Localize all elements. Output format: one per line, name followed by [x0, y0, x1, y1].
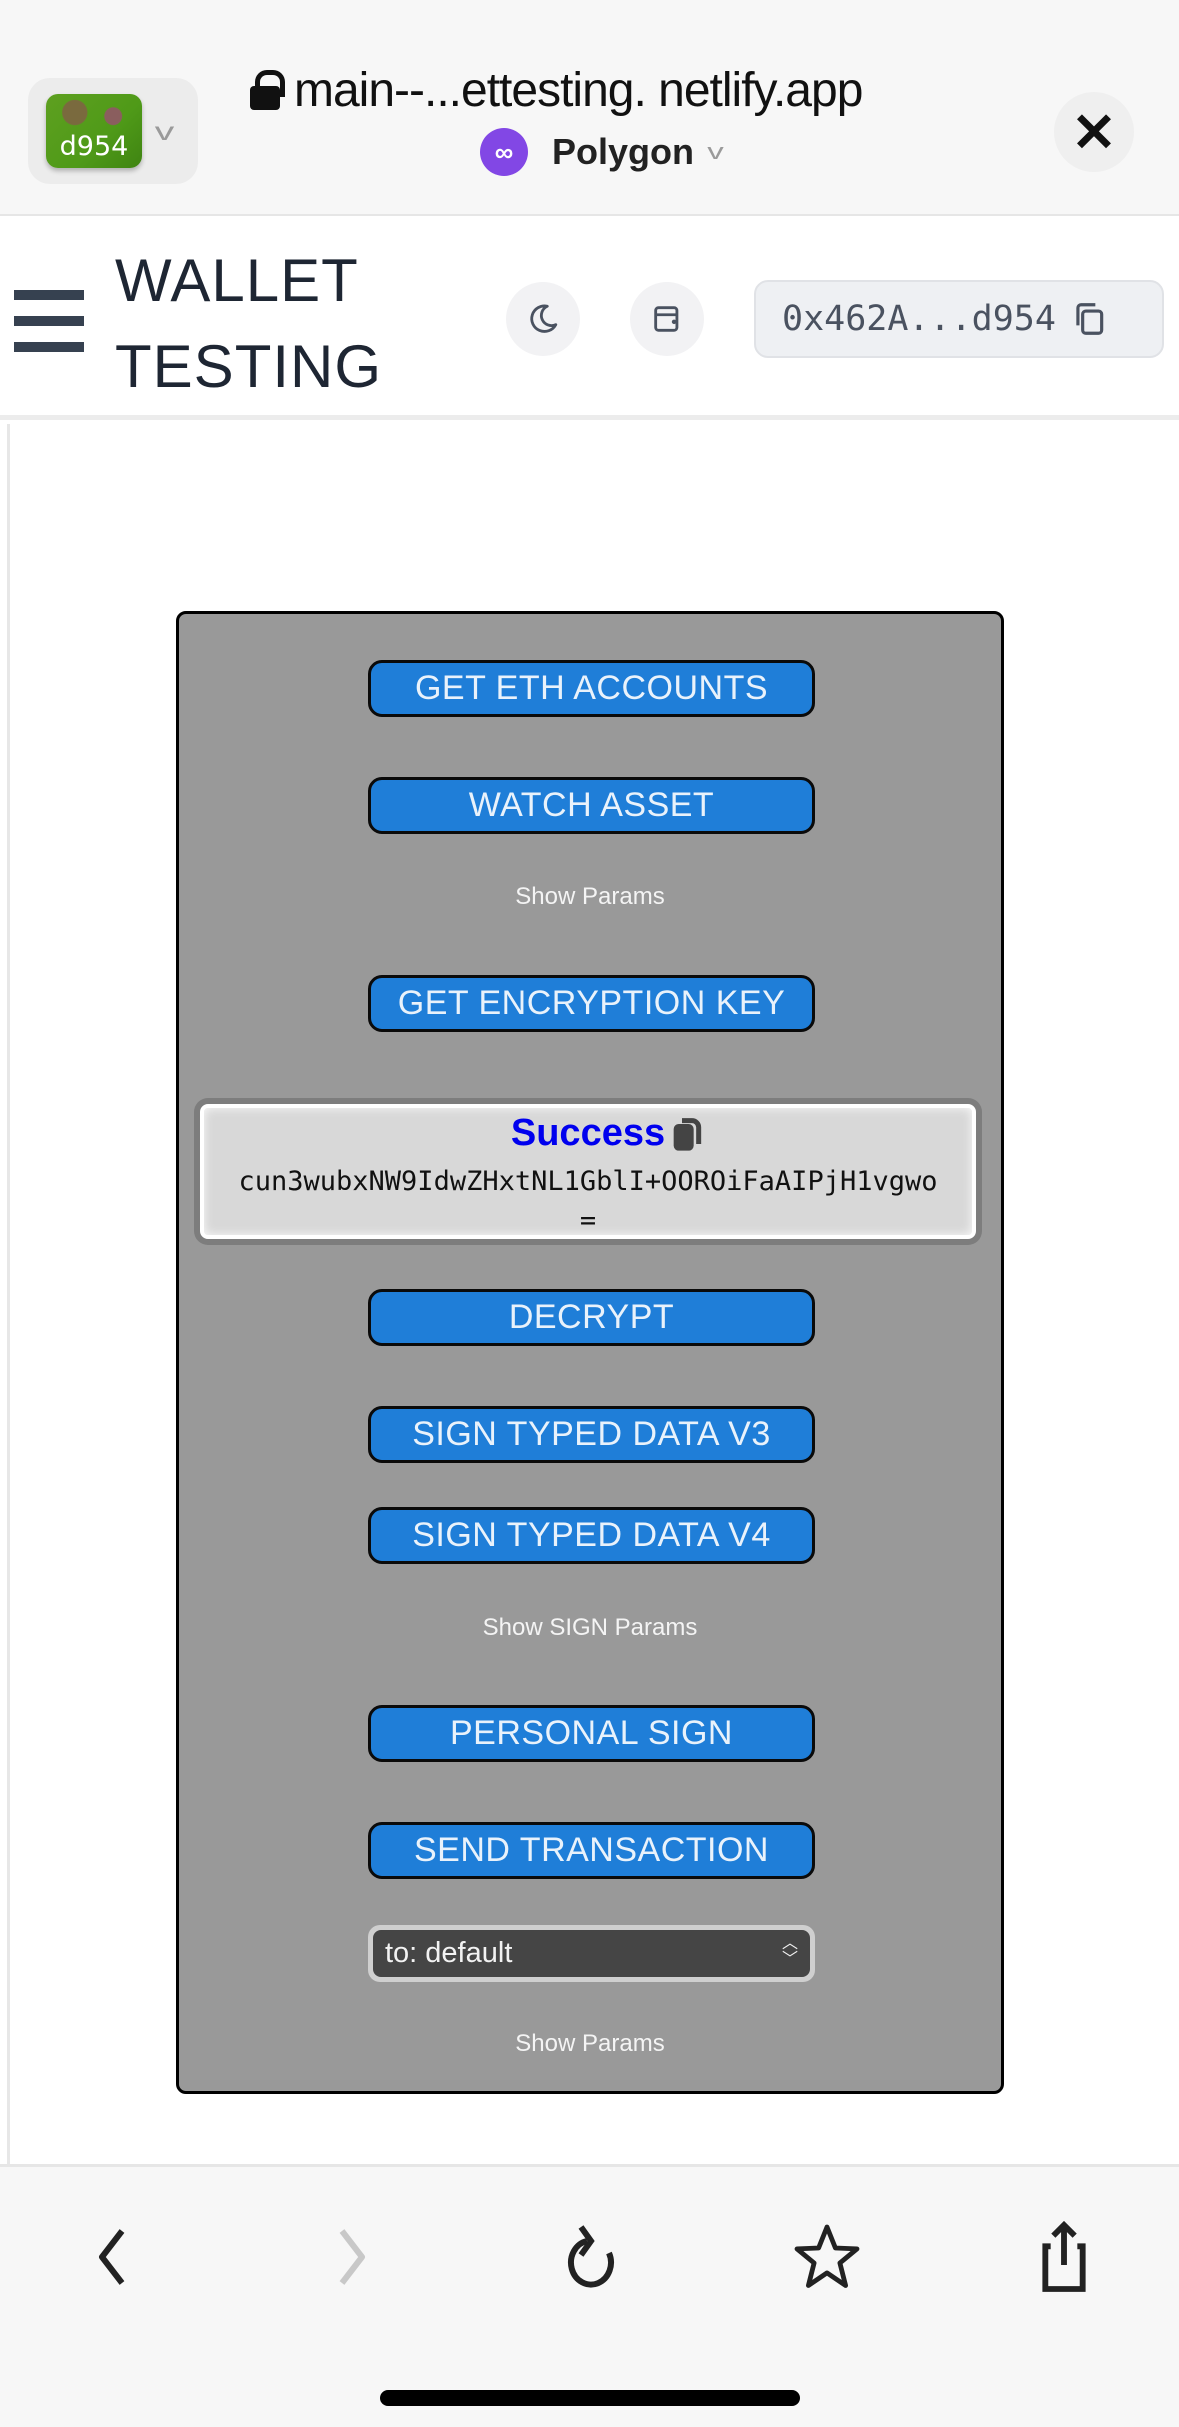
sign-typed-data-v4-button[interactable]: SIGN TYPED DATA V4 — [368, 1507, 815, 1564]
select-value: to: default — [385, 1937, 513, 1969]
share-icon — [1042, 2220, 1086, 2292]
url-text: main--...ettesting. netlify.app — [294, 63, 863, 117]
app-title-line2: TESTING — [115, 333, 383, 400]
menu-icon[interactable] — [14, 290, 86, 352]
url-bar[interactable]: main--...ettesting. netlify.app — [250, 60, 970, 120]
reload-icon — [568, 2225, 614, 2288]
browser-bottom-bar — [0, 2164, 1179, 2427]
close-button[interactable]: ✕ — [1054, 92, 1134, 172]
result-status: Success — [510, 1112, 666, 1154]
wallet-address-chip[interactable]: 0x462A...d954 — [754, 280, 1164, 358]
personal-sign-button[interactable]: PERSONAL SIGN — [368, 1705, 815, 1762]
wallet-test-panel: GET ETH ACCOUNTS WATCH ASSET Show Params… — [176, 611, 1004, 2094]
chevron-down-icon: v — [707, 139, 724, 164]
wallet-icon — [654, 306, 679, 332]
network-label: Polygon — [552, 131, 694, 172]
lock-icon — [250, 70, 285, 110]
decrypt-button[interactable]: DECRYPT — [368, 1289, 815, 1346]
sign-typed-data-v3-button[interactable]: SIGN TYPED DATA V3 — [368, 1406, 815, 1463]
bookmark-star-icon — [794, 2224, 860, 2288]
app-title-line1: WALLET — [115, 247, 359, 314]
back-icon — [99, 2229, 125, 2285]
result-box: Success cun3wubxNW9IdwZHxtNL1GblI+OOROiF… — [194, 1098, 982, 1245]
to-address-select[interactable]: to: default ︿﹀ — [368, 1925, 815, 1982]
show-params-link-2[interactable]: Show Params — [515, 2030, 665, 2057]
bookmark-button[interactable] — [787, 2217, 867, 2297]
up-down-chevron-icon: ︿﹀ — [781, 1935, 798, 1968]
get-eth-accounts-button[interactable]: GET ETH ACCOUNTS — [368, 660, 815, 717]
close-icon: ✕ — [1071, 102, 1117, 163]
send-transaction-button[interactable]: SEND TRANSACTION — [368, 1822, 815, 1879]
watch-asset-button[interactable]: WATCH ASSET — [368, 777, 815, 834]
moon-icon — [530, 304, 558, 333]
theme-toggle-button[interactable] — [506, 282, 580, 356]
browser-top-bar: d954 v main--...ettesting. netlify.app ∞… — [0, 0, 1179, 216]
show-sign-params-link[interactable]: Show SIGN Params — [482, 1614, 698, 1641]
app-header: WALLET TESTING 0x462A...d954 — [0, 218, 1179, 420]
account-badge-label: d954 — [59, 131, 129, 162]
polygon-icon: ∞ — [480, 128, 528, 176]
app-title: WALLET TESTING — [115, 238, 382, 410]
reload-button[interactable] — [549, 2217, 629, 2297]
chevron-down-icon: v — [154, 116, 175, 146]
network-selector[interactable]: ∞ Polygon v — [480, 126, 724, 178]
forward-button[interactable] — [312, 2217, 392, 2297]
show-params-link[interactable]: Show Params — [515, 883, 665, 910]
back-button[interactable] — [72, 2217, 152, 2297]
copy-icon[interactable] — [667, 1114, 707, 1154]
home-indicator — [380, 2390, 800, 2406]
sidebar-divider — [7, 424, 10, 2164]
result-value: cun3wubxNW9IdwZHxtNL1GblI+OOROiFaAIPjH1v… — [238, 1166, 938, 1236]
wallet-address: 0x462A...d954 — [782, 299, 1056, 339]
get-encryption-key-button[interactable]: GET ENCRYPTION KEY — [368, 975, 815, 1032]
share-button[interactable] — [1024, 2217, 1104, 2297]
forward-icon — [339, 2229, 365, 2285]
account-avatar: d954 — [46, 94, 142, 168]
wallet-button[interactable] — [630, 282, 704, 356]
account-switcher[interactable]: d954 v — [28, 78, 198, 184]
copy-icon[interactable] — [1070, 300, 1108, 338]
